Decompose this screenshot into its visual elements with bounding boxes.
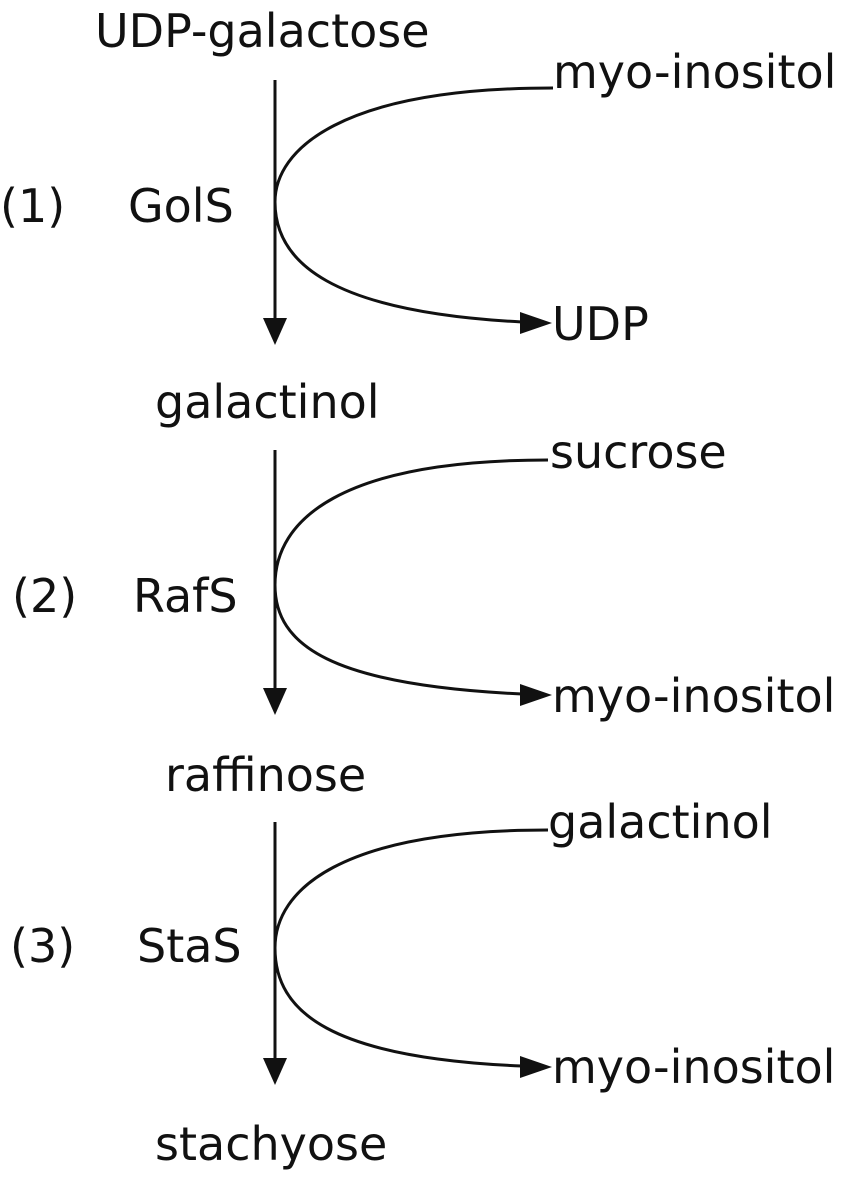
step-number-1: (1) [0,179,65,233]
byproduct-myo-inositol-3: myo-inositol [552,1040,835,1094]
side-arrowhead-1 [520,312,552,334]
side-arrowhead-2 [520,684,552,706]
byproduct-myo-inositol-2: myo-inositol [552,669,835,723]
enzyme-rafs: RafS [133,569,238,623]
compound-raffinose: raffinose [165,748,366,802]
compound-udp-galactose: UDP-galactose [95,4,430,58]
arrowhead-2 [263,688,287,715]
side-curve-1 [273,86,554,324]
cosubstrate-galactinol: galactinol [548,795,773,849]
enzyme-stas: StaS [137,919,242,973]
compound-galactinol: galactinol [155,375,380,429]
arrowhead-1 [263,318,287,345]
step-number-2: (2) [12,569,77,623]
side-arrowhead-3 [520,1056,552,1078]
cosubstrate-sucrose: sucrose [550,425,727,479]
enzyme-gols: GolS [128,179,234,233]
arrowhead-3 [263,1058,287,1085]
side-curve-2 [273,458,549,696]
cosubstrate-myo-inositol: myo-inositol [553,45,836,99]
byproduct-udp: UDP [552,297,649,351]
side-curve-3 [273,828,549,1068]
compound-stachyose: stachyose [155,1117,387,1171]
step-number-3: (3) [10,919,75,973]
